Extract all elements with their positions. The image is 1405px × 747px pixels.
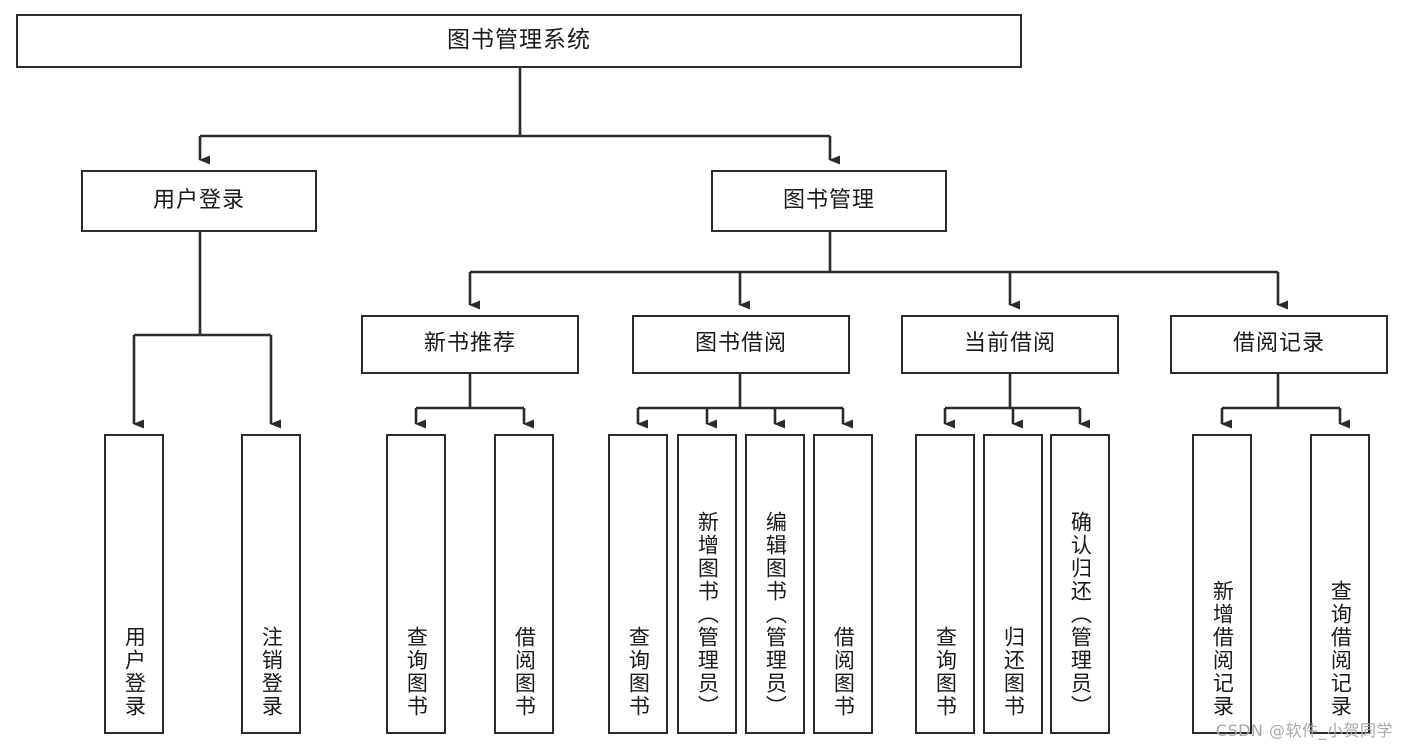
leaf-label: 新增图书（管理员） <box>695 511 720 718</box>
leaf-book-borrow-edit[interactable]: 编辑图书（管理员） <box>745 434 805 734</box>
node-current-borrow[interactable]: 当前借阅 <box>901 315 1119 374</box>
leaf-label: 借阅图书 <box>831 626 856 718</box>
leaf-borrow-record-query[interactable]: 查询借阅记录 <box>1310 434 1370 734</box>
leaf-label: 用户登录 <box>122 626 147 718</box>
leaf-new-book-borrow[interactable]: 借阅图书 <box>494 434 554 734</box>
leaf-current-borrow-return[interactable]: 归还图书 <box>983 434 1043 734</box>
leaf-label: 归还图书 <box>1001 626 1026 718</box>
leaf-label: 查询图书 <box>626 626 651 718</box>
leaf-book-borrow-add[interactable]: 新增图书（管理员） <box>677 434 737 734</box>
leaf-label: 编辑图书（管理员） <box>763 511 788 718</box>
node-user-login[interactable]: 用户登录 <box>81 170 317 232</box>
node-book-management[interactable]: 图书管理 <box>711 170 947 232</box>
leaf-label: 查询借阅记录 <box>1328 580 1353 718</box>
csdn-watermark: CSDN @软件_小贺同学 <box>1215 721 1393 740</box>
node-root-system[interactable]: 图书管理系统 <box>16 14 1022 68</box>
leaf-label: 确认归还（管理员） <box>1068 511 1093 718</box>
leaf-book-borrow-query[interactable]: 查询图书 <box>608 434 668 734</box>
leaf-label: 查询图书 <box>933 626 958 718</box>
leaf-current-borrow-confirm-return[interactable]: 确认归还（管理员） <box>1050 434 1110 734</box>
leaf-label: 注销登录 <box>259 626 284 718</box>
leaf-label: 借阅图书 <box>512 626 537 718</box>
leaf-user-login-login[interactable]: 用户登录 <box>104 434 164 734</box>
leaf-label: 查询图书 <box>404 626 429 718</box>
node-borrow-record[interactable]: 借阅记录 <box>1170 315 1388 374</box>
leaf-label: 新增借阅记录 <box>1210 580 1235 718</box>
leaf-current-borrow-query[interactable]: 查询图书 <box>915 434 975 734</box>
leaf-new-book-query[interactable]: 查询图书 <box>386 434 446 734</box>
leaf-book-borrow-borrow[interactable]: 借阅图书 <box>813 434 873 734</box>
leaf-user-login-logout[interactable]: 注销登录 <box>241 434 301 734</box>
node-new-book-recommend[interactable]: 新书推荐 <box>361 315 579 374</box>
leaf-borrow-record-add[interactable]: 新增借阅记录 <box>1192 434 1252 734</box>
node-book-borrow[interactable]: 图书借阅 <box>632 315 850 374</box>
